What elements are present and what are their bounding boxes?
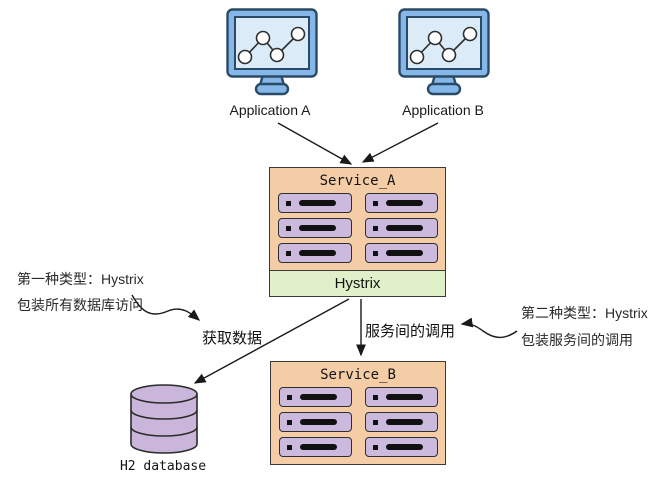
server-rack bbox=[364, 243, 438, 263]
rack-bar bbox=[386, 444, 424, 450]
arrow-annotation-right bbox=[460, 317, 518, 339]
rack-led bbox=[287, 444, 292, 450]
service-b-title: Service_B bbox=[320, 367, 396, 383]
rack-bar bbox=[300, 394, 338, 400]
server-rack bbox=[278, 243, 352, 263]
arrow-appA-to-serviceA bbox=[277, 122, 353, 165]
rack-bar bbox=[386, 419, 424, 425]
rack-bar bbox=[386, 394, 424, 400]
rack-bar bbox=[300, 419, 338, 425]
rack-led bbox=[372, 200, 378, 206]
arrow-appB-to-serviceA bbox=[361, 122, 439, 163]
service-a-box: Service_A Hystrix bbox=[269, 167, 446, 297]
server-rack bbox=[365, 412, 438, 432]
application-a-monitor-icon bbox=[226, 8, 318, 96]
edge-label-inter-service-call: 服务间的调用 bbox=[365, 323, 456, 340]
rack-led bbox=[286, 200, 291, 206]
server-rack bbox=[278, 218, 352, 238]
annotation-right: 第二种类型：Hystrix 包装服务间的调用 bbox=[521, 300, 648, 354]
rack-led bbox=[286, 250, 291, 256]
annotation-left-line1: 第一种类型：Hystrix bbox=[17, 271, 144, 287]
rack-bar bbox=[385, 225, 423, 231]
edge-label-fetch-data: 获取数据 bbox=[202, 330, 263, 347]
rack-led bbox=[287, 419, 292, 425]
application-a-label: Application A bbox=[229, 102, 311, 118]
server-rack bbox=[278, 193, 352, 213]
rack-bar bbox=[300, 444, 338, 450]
service-b-racks bbox=[271, 386, 445, 464]
rack-bar bbox=[299, 250, 337, 256]
hystrix-bar: Hystrix bbox=[270, 270, 445, 296]
annotation-right-line2: 包装服务间的调用 bbox=[521, 332, 633, 348]
database-icon bbox=[130, 384, 198, 454]
server-rack bbox=[365, 437, 438, 457]
rack-led bbox=[372, 250, 378, 256]
annotation-left-line2: 包装所有数据库访问 bbox=[17, 297, 143, 313]
rack-bar bbox=[299, 225, 337, 231]
annotation-right-line1: 第二种类型：Hystrix bbox=[521, 305, 648, 321]
rack-led bbox=[373, 394, 378, 400]
service-a-title: Service_A bbox=[319, 173, 396, 189]
annotation-left: 第一种类型：Hystrix 包装所有数据库访问 bbox=[17, 266, 144, 318]
application-b-monitor-icon bbox=[398, 8, 490, 96]
rack-bar bbox=[385, 200, 423, 206]
server-rack bbox=[365, 387, 438, 407]
rack-led bbox=[373, 444, 378, 450]
server-rack bbox=[279, 387, 352, 407]
service-a-racks bbox=[270, 192, 445, 270]
rack-led bbox=[286, 225, 291, 231]
server-rack bbox=[364, 218, 438, 238]
rack-bar bbox=[299, 200, 337, 206]
server-rack bbox=[279, 412, 352, 432]
service-b-box: Service_B bbox=[270, 361, 446, 465]
rack-led bbox=[373, 419, 378, 425]
server-rack bbox=[364, 193, 438, 213]
rack-bar bbox=[385, 250, 423, 256]
rack-led bbox=[287, 394, 292, 400]
database-label: H2 database bbox=[119, 459, 207, 474]
application-b-label: Application B bbox=[402, 102, 484, 118]
rack-led bbox=[372, 225, 378, 231]
server-rack bbox=[279, 437, 352, 457]
